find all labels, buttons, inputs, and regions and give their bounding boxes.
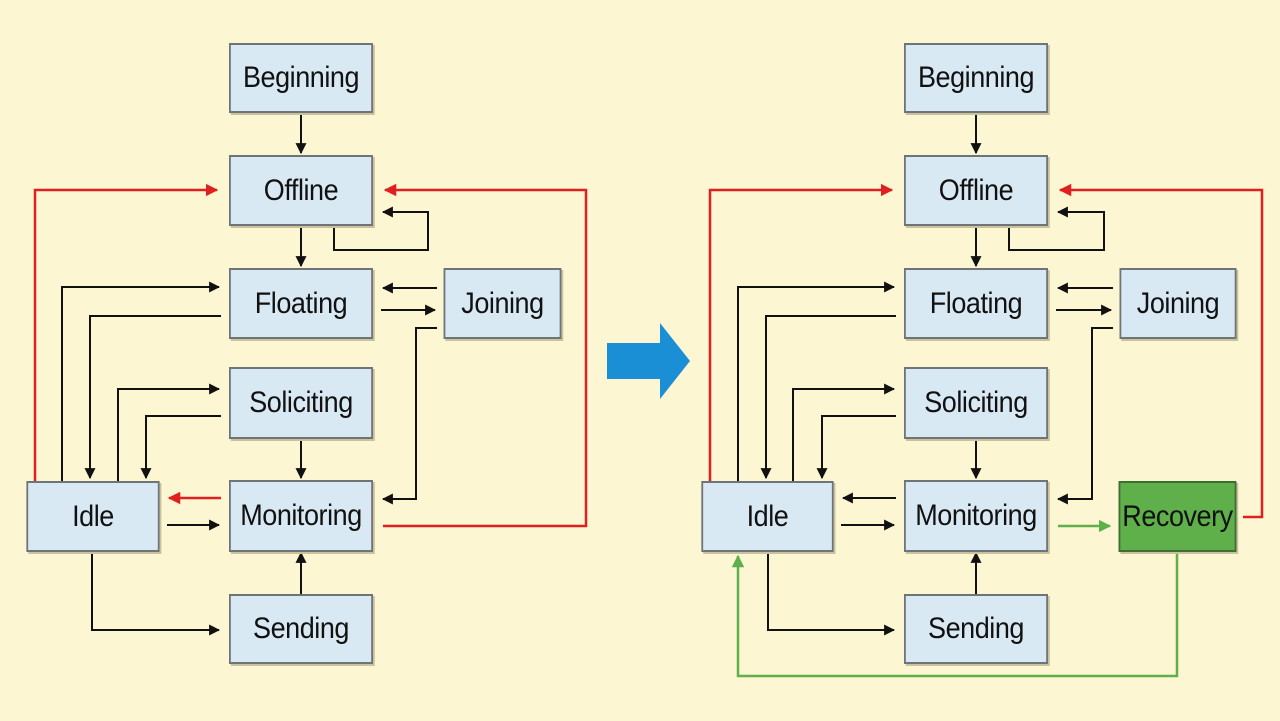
edge-offline-self-loop	[333, 206, 429, 251]
right-node-offline: Offline	[904, 155, 1048, 226]
edge-idle-soliciting	[117, 383, 221, 481]
left-node-floating: Floating	[229, 268, 373, 339]
right-node-joining: Joining	[1119, 268, 1237, 339]
left-node-beginning: Beginning	[229, 43, 373, 113]
right-node-monitoring: Monitoring	[904, 480, 1048, 552]
right-node-recovery: Recovery	[1118, 481, 1237, 552]
right-diagram-edges	[737, 113, 1113, 636]
edge-recovery-offline-red	[1058, 183, 1264, 519]
left-node-monitoring: Monitoring	[229, 480, 373, 552]
edge-recovery-idle-green	[731, 553, 1179, 678]
right-node-sending: Sending	[904, 594, 1048, 664]
edge-idle-offline-red	[33, 183, 219, 481]
left-node-offline: Offline	[229, 155, 373, 226]
right-node-idle: Idle	[701, 481, 834, 552]
left-diagram-red-edges	[33, 183, 588, 528]
left-node-sending: Sending	[229, 594, 373, 664]
edge-floating-idle	[84, 315, 221, 480]
edge-soliciting-idle	[140, 415, 221, 480]
right-node-beginning: Beginning	[904, 43, 1048, 113]
edge-joining-monitoring	[1056, 327, 1113, 505]
right-diagram-green-edges	[731, 519, 1179, 678]
left-diagram-edges	[61, 113, 437, 636]
left-node-idle: Idle	[26, 481, 160, 552]
edge-idle-floating	[61, 281, 221, 481]
right-arrow-icon	[607, 323, 690, 399]
left-node-joining: Joining	[443, 268, 562, 339]
edge-idle-floating	[737, 281, 896, 481]
edge-idle-sending	[91, 552, 221, 636]
edge-idle-soliciting	[792, 383, 896, 481]
edge-monitoring-offline-red	[383, 183, 588, 528]
right-node-floating: Floating	[904, 268, 1048, 339]
edge-idle-sending	[767, 552, 896, 636]
left-node-soliciting: Soliciting	[229, 367, 373, 439]
edge-floating-idle	[760, 315, 896, 480]
right-diagram-red-edges	[708, 183, 1264, 519]
right-node-soliciting: Soliciting	[904, 367, 1048, 439]
edge-soliciting-idle	[816, 415, 896, 480]
edge-idle-offline-red	[708, 183, 894, 481]
edge-joining-monitoring	[381, 327, 437, 505]
edge-offline-self-loop	[1008, 206, 1105, 251]
